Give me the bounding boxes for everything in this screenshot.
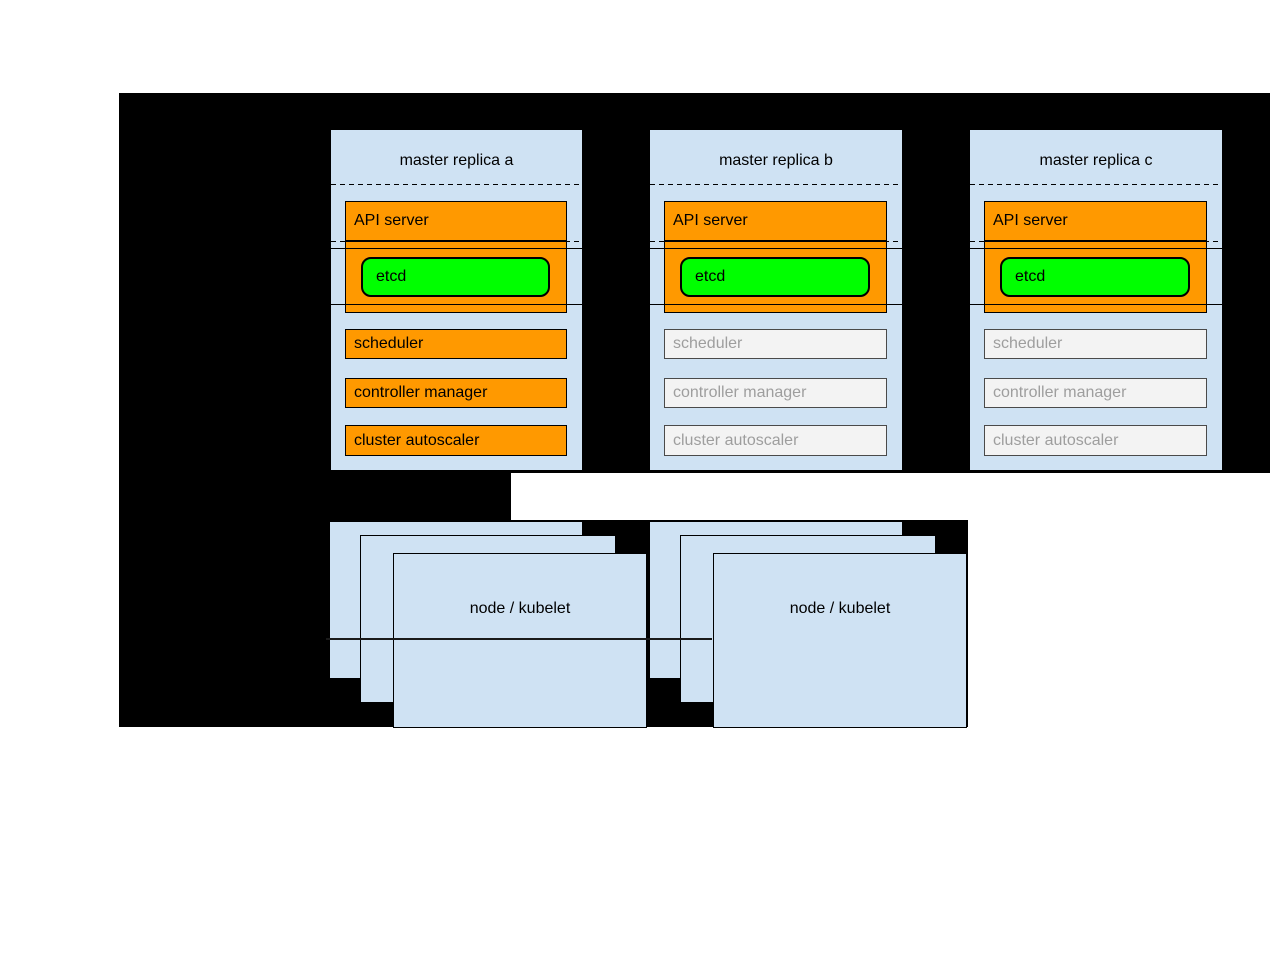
- cluster-autoscaler-box: cluster autoscaler: [984, 425, 1207, 456]
- etcd-line-bottom: [331, 304, 582, 305]
- etcd-line-top: [970, 248, 1222, 249]
- controller-manager-label: controller manager: [354, 384, 488, 401]
- replica-title: master replica b: [719, 152, 833, 169]
- node-divider-line: [326, 638, 712, 640]
- etcd-box: etcd: [1000, 257, 1190, 297]
- controller-manager-label: controller manager: [993, 384, 1127, 401]
- divider-dashed-api-bottom: [970, 241, 1222, 242]
- etcd-label: etcd: [695, 268, 726, 285]
- etcd-outer-box: etcd: [345, 241, 567, 313]
- etcd-line-bottom: [970, 304, 1222, 305]
- etcd-line-bottom: [650, 304, 902, 305]
- etcd-outer-box: etcd: [664, 241, 887, 313]
- api-server-label: API server: [993, 212, 1068, 229]
- api-server-label: API server: [354, 212, 429, 229]
- controller-manager-box: controller manager: [345, 378, 567, 408]
- scheduler-label: scheduler: [993, 335, 1063, 352]
- scheduler-label: scheduler: [354, 335, 424, 352]
- scheduler-label: scheduler: [673, 335, 743, 352]
- replica-title: master replica c: [1039, 152, 1153, 169]
- cluster-autoscaler-box: cluster autoscaler: [345, 425, 567, 456]
- master-replica-c: master replica c API server etcd schedul…: [969, 129, 1223, 471]
- node-kubelet-label: node / kubelet: [469, 600, 571, 617]
- cluster-autoscaler-label: cluster autoscaler: [354, 432, 480, 449]
- scheduler-box: scheduler: [345, 329, 567, 359]
- node-box-front: node / kubelet: [713, 553, 967, 728]
- cluster-autoscaler-label: cluster autoscaler: [673, 432, 799, 449]
- divider-dashed-api-bottom: [331, 241, 582, 242]
- scheduler-box: scheduler: [664, 329, 887, 359]
- controller-manager-box: controller manager: [984, 378, 1207, 408]
- divider-dashed-top: [331, 184, 582, 185]
- divider-dashed-top: [650, 184, 902, 185]
- replica-title: master replica a: [399, 152, 514, 169]
- etcd-label: etcd: [1015, 268, 1046, 285]
- etcd-line-top: [650, 248, 902, 249]
- black-backdrop-left-strip: [119, 473, 511, 520]
- api-server-box: API server: [664, 201, 887, 241]
- node-kubelet-label: node / kubelet: [789, 600, 891, 617]
- divider-dashed-api-bottom: [650, 241, 902, 242]
- api-server-label: API server: [673, 212, 748, 229]
- scheduler-box: scheduler: [984, 329, 1207, 359]
- cluster-autoscaler-label: cluster autoscaler: [993, 432, 1119, 449]
- etcd-label: etcd: [376, 268, 407, 285]
- etcd-line-top: [331, 248, 582, 249]
- master-replica-a: master replica a API server etcd schedul…: [330, 129, 583, 471]
- node-box-front: node / kubelet: [393, 553, 647, 728]
- etcd-box: etcd: [361, 257, 550, 297]
- controller-manager-label: controller manager: [673, 384, 807, 401]
- api-server-box: API server: [984, 201, 1207, 241]
- cluster-autoscaler-box: cluster autoscaler: [664, 425, 887, 456]
- etcd-box: etcd: [680, 257, 870, 297]
- etcd-outer-box: etcd: [984, 241, 1207, 313]
- api-server-box: API server: [345, 201, 567, 241]
- master-replica-b: master replica b API server etcd schedul…: [649, 129, 903, 471]
- controller-manager-box: controller manager: [664, 378, 887, 408]
- divider-dashed-top: [970, 184, 1222, 185]
